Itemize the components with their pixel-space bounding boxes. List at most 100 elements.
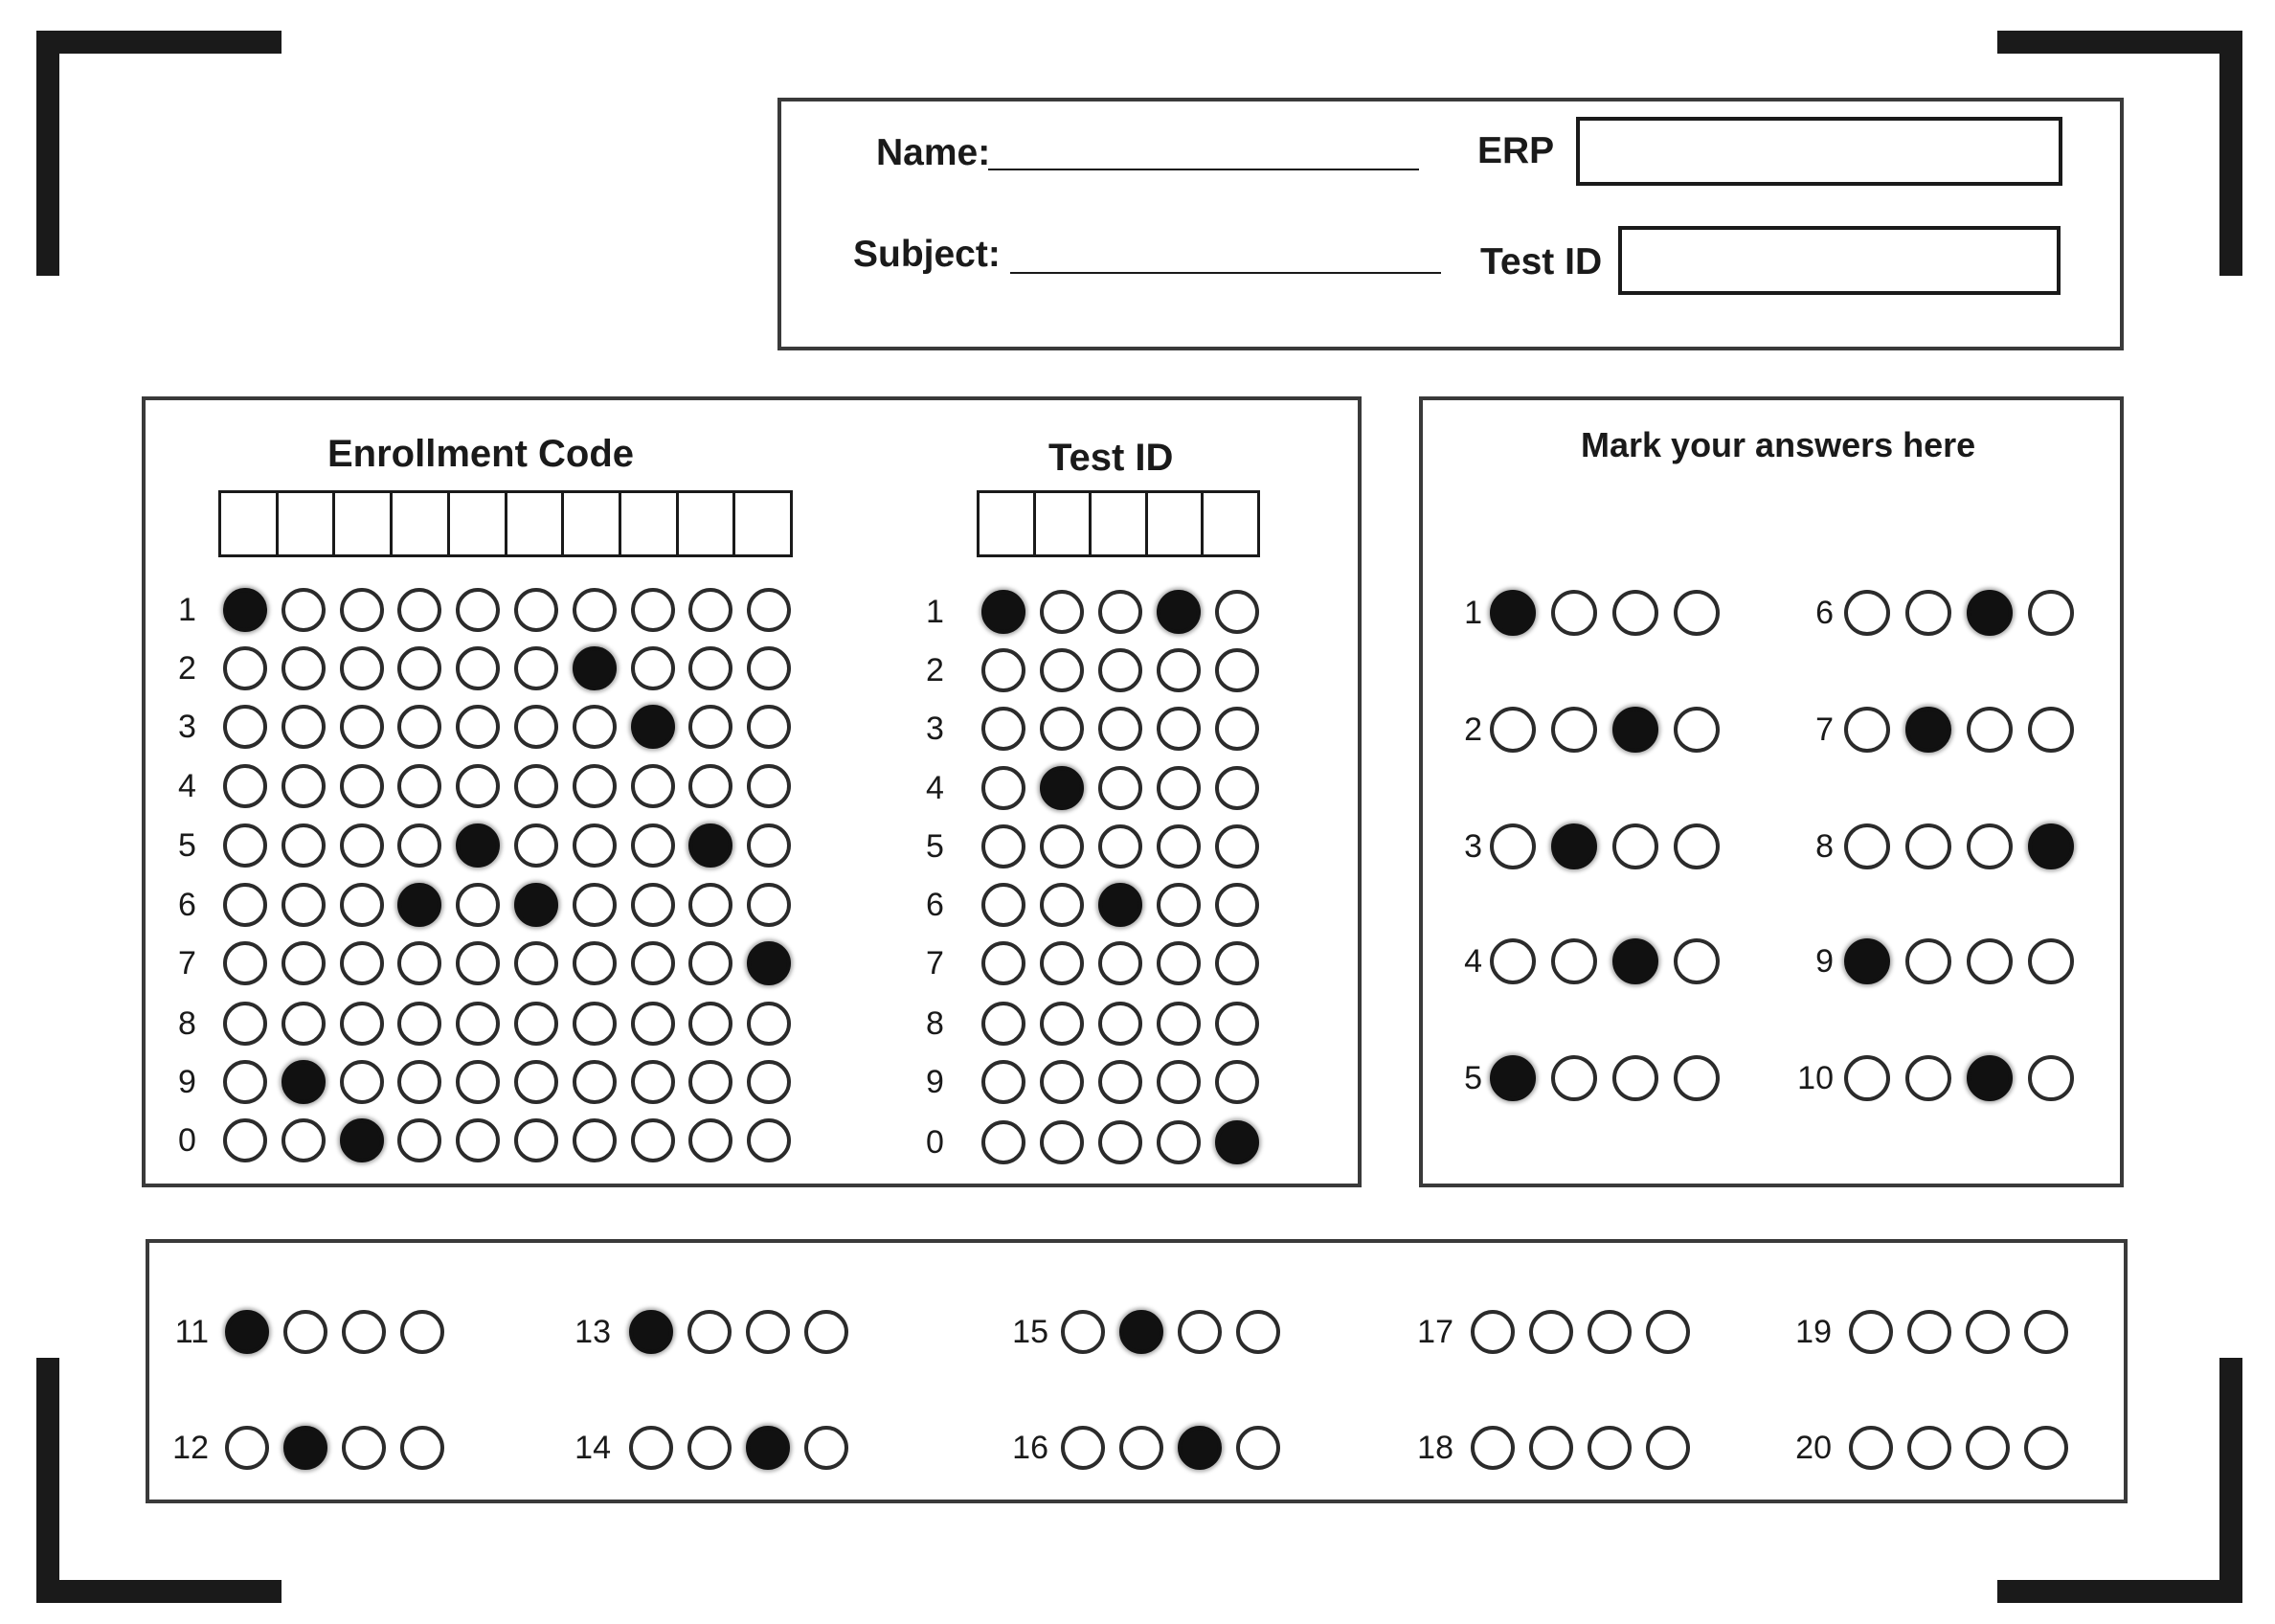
answer-bubble[interactable] [2028, 823, 2074, 869]
test-id-bubble[interactable] [981, 824, 1025, 868]
answer-bubble[interactable] [2028, 707, 2074, 753]
test-id-bubble[interactable] [981, 707, 1025, 751]
answer-bubble[interactable] [687, 1310, 732, 1354]
answer-bubble[interactable] [687, 1426, 732, 1470]
enrollment-bubble[interactable] [223, 823, 267, 868]
enrollment-bubble[interactable] [688, 705, 733, 749]
enrollment-bubble[interactable] [688, 764, 733, 808]
enrollment-bubble[interactable] [514, 823, 558, 868]
answer-bubble[interactable] [1674, 590, 1720, 636]
enrollment-bubble[interactable] [223, 1118, 267, 1162]
answer-bubble[interactable] [1674, 707, 1720, 753]
test-id-bubble[interactable] [1098, 648, 1142, 692]
enrollment-bubble[interactable] [339, 1002, 384, 1046]
enrollment-bubble[interactable] [747, 1060, 792, 1104]
enrollment-bubble[interactable] [456, 883, 501, 927]
test-id-bubble[interactable] [1157, 883, 1201, 927]
answer-bubble[interactable] [283, 1426, 327, 1470]
test-id-bubble[interactable] [1157, 941, 1201, 985]
enrollment-bubble[interactable] [572, 646, 617, 690]
answer-bubble[interactable] [1907, 1310, 1951, 1354]
answer-bubble[interactable] [1178, 1426, 1222, 1470]
enrollment-bubble[interactable] [397, 941, 442, 985]
answer-bubble[interactable] [1612, 1055, 1658, 1101]
enrollment-bubble[interactable] [630, 883, 675, 927]
test-id-bubble[interactable] [1040, 883, 1084, 927]
test-id-bubble[interactable] [1098, 590, 1142, 634]
enrollment-bubble[interactable] [223, 941, 267, 985]
enrollment-bubble[interactable] [397, 588, 442, 632]
answer-bubble[interactable] [400, 1426, 444, 1470]
test-id-bubble[interactable] [1215, 883, 1259, 927]
enrollment-bubble[interactable] [630, 1060, 675, 1104]
answer-bubble[interactable] [1905, 707, 1951, 753]
answer-bubble[interactable] [1490, 590, 1536, 636]
enrollment-bubble[interactable] [223, 1002, 267, 1046]
enrollment-bubble[interactable] [281, 588, 326, 632]
answer-bubble[interactable] [1967, 1055, 2013, 1101]
enrollment-bubble[interactable] [281, 1060, 326, 1104]
test-id-bubble[interactable] [981, 590, 1025, 634]
test-id-bubble[interactable] [981, 941, 1025, 985]
enrollment-bubble[interactable] [514, 883, 558, 927]
answer-bubble[interactable] [1612, 938, 1658, 984]
answer-bubble[interactable] [342, 1310, 386, 1354]
enrollment-bubble[interactable] [223, 1060, 267, 1104]
enrollment-bubble[interactable] [572, 1118, 617, 1162]
enrollment-bubble[interactable] [747, 705, 792, 749]
answer-bubble[interactable] [400, 1310, 444, 1354]
enrollment-bubble[interactable] [572, 941, 617, 985]
test-id-bubble[interactable] [1215, 824, 1259, 868]
enrollment-bubble[interactable] [281, 1118, 326, 1162]
test-id-bubble[interactable] [1157, 707, 1201, 751]
answer-bubble[interactable] [2024, 1426, 2068, 1470]
enrollment-bubble[interactable] [630, 941, 675, 985]
enrollment-bubble[interactable] [572, 1060, 617, 1104]
name-underline[interactable] [988, 169, 1419, 170]
enrollment-bubble[interactable] [339, 941, 384, 985]
enrollment-bubble[interactable] [747, 941, 792, 985]
answer-bubble[interactable] [1551, 1055, 1597, 1101]
enrollment-bubble[interactable] [456, 646, 501, 690]
enrollment-bubble[interactable] [397, 823, 442, 868]
enrollment-bubble[interactable] [281, 764, 326, 808]
answer-bubble[interactable] [1551, 590, 1597, 636]
enrollment-bubble[interactable] [397, 646, 442, 690]
enrollment-bubble[interactable] [514, 705, 558, 749]
enrollment-bubble[interactable] [339, 1118, 384, 1162]
answer-bubble[interactable] [1490, 707, 1536, 753]
test-id-bubble[interactable] [1215, 648, 1259, 692]
answer-bubble[interactable] [1844, 707, 1890, 753]
enrollment-bubble[interactable] [281, 823, 326, 868]
test-id-bubble[interactable] [1040, 1120, 1084, 1164]
enrollment-bubble[interactable] [339, 764, 384, 808]
test-id-bubble[interactable] [1157, 590, 1201, 634]
answer-bubble[interactable] [342, 1426, 386, 1470]
test-id-bubble[interactable] [1040, 1002, 1084, 1046]
answer-bubble[interactable] [1967, 823, 2013, 869]
test-id-cells[interactable] [977, 490, 1260, 557]
enrollment-bubble[interactable] [630, 1118, 675, 1162]
test-id-bubble[interactable] [1157, 1060, 1201, 1104]
answer-bubble[interactable] [1612, 590, 1658, 636]
test-id-bubble[interactable] [1215, 941, 1259, 985]
test-id-bubble[interactable] [981, 883, 1025, 927]
answer-bubble[interactable] [1529, 1426, 1573, 1470]
answer-bubble[interactable] [1471, 1426, 1515, 1470]
answer-bubble[interactable] [1967, 938, 2013, 984]
test-id-bubble[interactable] [1157, 766, 1201, 810]
enrollment-bubble[interactable] [747, 588, 792, 632]
enrollment-bubble[interactable] [514, 1002, 558, 1046]
answer-bubble[interactable] [1061, 1426, 1105, 1470]
answer-bubble[interactable] [1490, 1055, 1536, 1101]
answer-bubble[interactable] [1844, 590, 1890, 636]
answer-bubble[interactable] [1674, 938, 1720, 984]
answer-bubble[interactable] [629, 1310, 673, 1354]
enrollment-bubble[interactable] [747, 883, 792, 927]
answer-bubble[interactable] [1844, 938, 1890, 984]
enrollment-bubble[interactable] [572, 705, 617, 749]
enrollment-bubble[interactable] [688, 588, 733, 632]
subject-underline[interactable] [1010, 272, 1441, 274]
answer-bubble[interactable] [1905, 590, 1951, 636]
test-id-bubble[interactable] [1098, 1002, 1142, 1046]
